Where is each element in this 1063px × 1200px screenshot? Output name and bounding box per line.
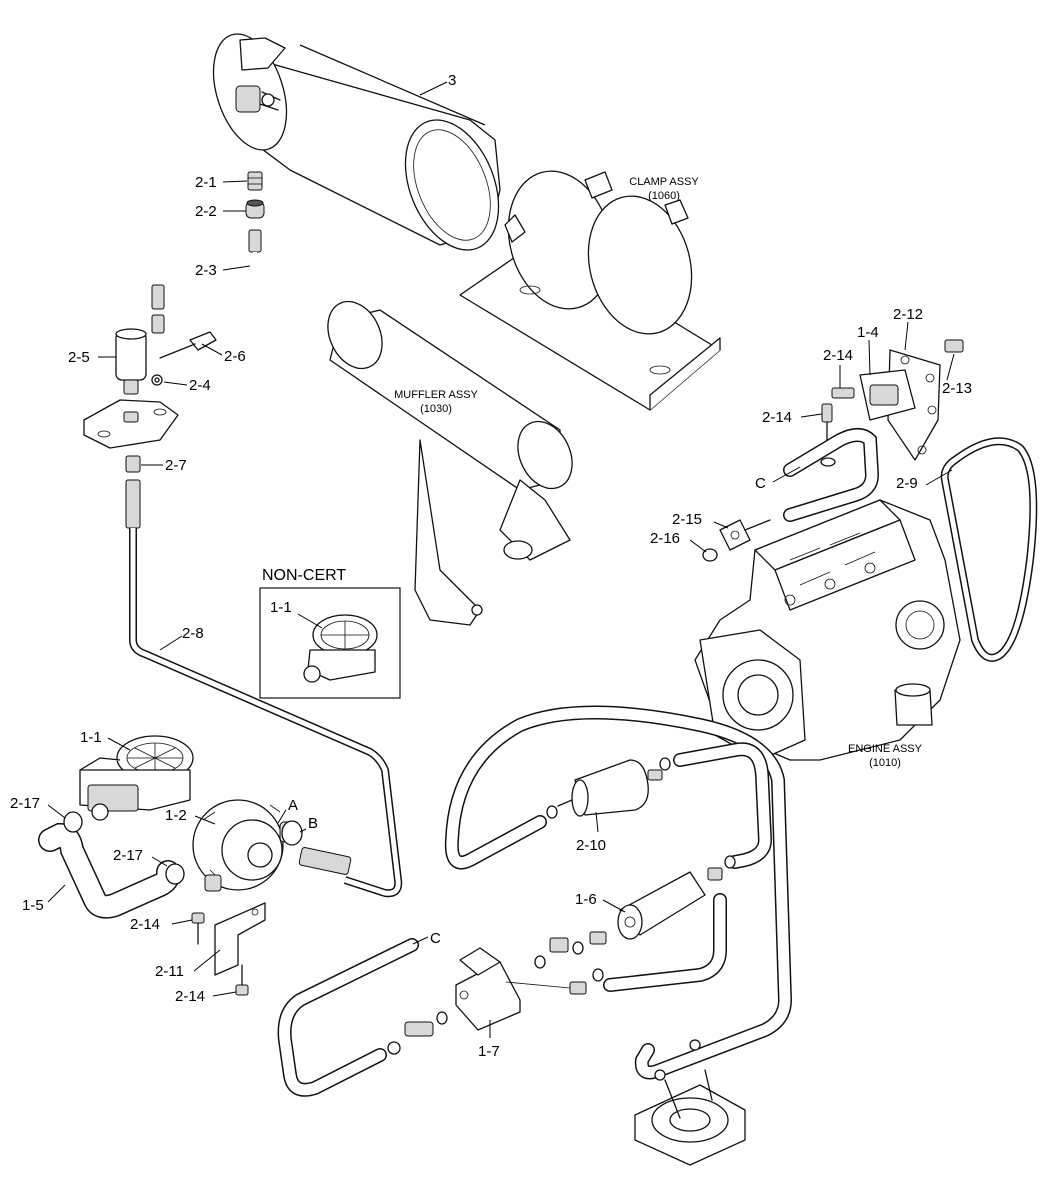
bolt-2-14-a [191, 912, 205, 945]
filter-2-5 [115, 328, 147, 395]
engine-assembly [694, 499, 961, 761]
return-hose [444, 705, 793, 1080]
label-2-14-d: 2-14 [762, 409, 792, 426]
label-1-7: 1-7 [478, 1043, 500, 1060]
muffler-assy-code: (1030) [420, 403, 452, 415]
fitting-2-6 [159, 331, 217, 359]
clamp-assy-title: CLAMP ASSY [629, 176, 699, 188]
part-labels: 3 2-1 2-2 2-3 2-5 2-6 2-4 2-7 2-8 1-1 1-… [10, 72, 972, 1060]
clamp-assembly [459, 170, 721, 411]
bolt-2-14-c [831, 387, 855, 399]
clip-ring [546, 805, 558, 819]
label-2-12: 2-12 [893, 306, 923, 323]
non-cert-inset [259, 587, 401, 699]
belt-2-9 [940, 437, 1038, 662]
lpg-tank [212, 33, 501, 251]
fuel-pump-1-6 [603, 855, 736, 992]
fitting-2-15 [719, 519, 771, 551]
hose-1-5 [38, 822, 181, 919]
label-2-9: 2-9 [896, 475, 918, 492]
regulator-1-1 [79, 735, 194, 821]
label-2-4: 2-4 [189, 377, 211, 394]
label-c-lower: C [430, 930, 441, 947]
label-2-14-c: 2-14 [823, 347, 853, 364]
fitting-2-2 [245, 199, 265, 219]
feed-hose [673, 742, 773, 869]
label-1-4: 1-4 [857, 324, 879, 341]
label-2-16: 2-16 [650, 530, 680, 547]
leader-lines [47, 81, 955, 1038]
label-a: A [288, 797, 298, 814]
bracket-2-11 [214, 902, 266, 976]
label-2-10: 2-10 [576, 837, 606, 854]
label-2-15: 2-15 [672, 511, 702, 528]
label-b: B [308, 815, 318, 832]
engine-assy-title: ENGINE ASSY [848, 743, 923, 755]
tank-pickup [634, 1039, 746, 1166]
fitting-2-4 [151, 374, 163, 386]
label-1-5: 1-5 [22, 897, 44, 914]
label-2-5: 2-5 [68, 349, 90, 366]
muffler-assy-title: MUFFLER ASSY [394, 389, 478, 401]
oring-2-16 [702, 548, 718, 562]
label-2-1: 2-1 [195, 174, 217, 191]
inset-title: NON-CERT [262, 567, 346, 584]
label-2-14-a: 2-14 [130, 916, 160, 933]
label-2-13: 2-13 [942, 380, 972, 397]
label-2-11: 2-11 [155, 963, 184, 980]
bolt-2-14-d [821, 403, 833, 441]
label-2-2: 2-2 [195, 203, 217, 220]
label-2-8: 2-8 [182, 625, 204, 642]
bolt-2-13 [944, 339, 964, 353]
lockoff-1-7 [387, 947, 571, 1055]
clamp-2-17-upper [63, 811, 83, 833]
label-1-1-inset: 1-1 [270, 599, 292, 616]
label-2-6: 2-6 [224, 348, 246, 365]
label-1-1: 1-1 [80, 729, 102, 746]
label-2-17-upper: 2-17 [10, 795, 40, 812]
label-1-2: 1-2 [165, 807, 187, 824]
clamp-2-17-lower [165, 863, 185, 885]
label-c-upper: C [755, 475, 766, 492]
label-2-17-lower: 2-17 [113, 847, 143, 864]
hose-2-8 [125, 479, 403, 898]
hose-c-lower [277, 938, 419, 1097]
mount-plate [83, 399, 179, 449]
label-2-7: 2-7 [165, 457, 187, 474]
vaporizer-1-2 [192, 799, 303, 892]
sensor-1-4 [859, 369, 916, 421]
hose-c-upper [783, 428, 880, 522]
label-2-3: 2-3 [195, 262, 217, 279]
bolt-2-14-b [235, 964, 249, 996]
fitting-2-1 [247, 171, 263, 191]
label-2-14-b: 2-14 [175, 988, 205, 1005]
hose-2-3 [151, 229, 262, 334]
muffler-assembly [327, 300, 573, 626]
label-3: 3 [448, 72, 456, 89]
engine-assy-code: (1010) [869, 757, 901, 769]
clamp-assy-code: (1060) [648, 190, 680, 202]
fuel-filter-2-10 [557, 757, 671, 817]
fitting-2-7 [125, 455, 141, 473]
label-1-6: 1-6 [575, 891, 597, 908]
pump-fittings [534, 931, 607, 995]
assembly-labels: CLAMP ASSY (1060) MUFFLER ASSY (1030) EN… [262, 176, 923, 769]
